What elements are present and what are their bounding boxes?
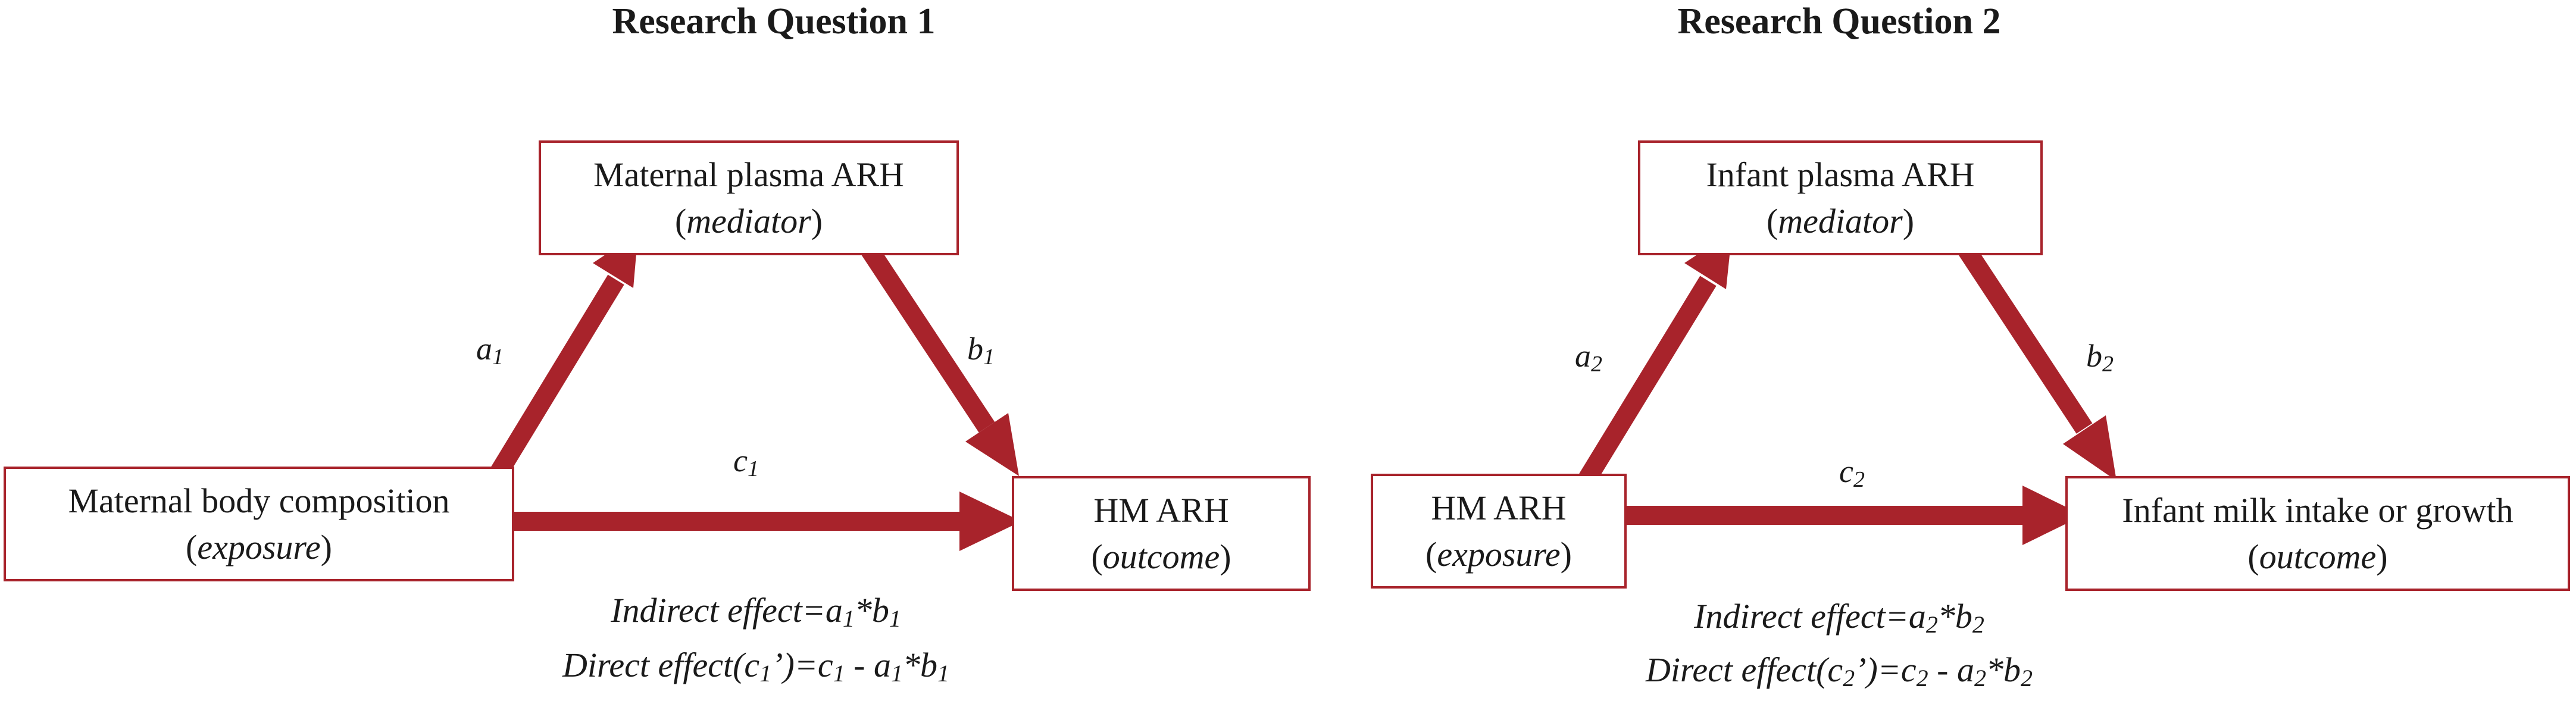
path-label-c2: c2	[1839, 453, 1865, 492]
diagram-1-title: Research Question 1	[612, 1, 936, 42]
arrow-b1	[861, 245, 1019, 476]
arrow-c2	[1605, 486, 2083, 545]
diagram-2-outcome-box: Infant milk intake or growth (outcome)	[2065, 476, 2570, 591]
outcome-name: HM ARH	[1093, 490, 1229, 530]
diagram-1-outcome-box: HM ARH (outcome)	[1012, 476, 1311, 591]
outcome-role: outcome	[1102, 537, 1220, 576]
diagram-2-direct-effect: Direct effect(c2’)=c2 - a2*b2	[1645, 650, 2033, 691]
mediator-name: Infant plasma ARH	[1706, 155, 1975, 194]
diagram-2-mediator-box: Infant plasma ARH (mediator)	[1638, 140, 2043, 255]
mediator-role-line: (mediator)	[674, 201, 823, 240]
diagram-1-indirect-effect: Indirect effect=a1*b1	[611, 591, 901, 632]
mediator-role-line: (mediator)	[1766, 201, 1915, 240]
outcome-name: Infant milk intake or growth	[2122, 490, 2514, 530]
exposure-role-line: (exposure)	[186, 527, 332, 567]
arrow-c1	[494, 492, 1021, 551]
exposure-role: exposure	[197, 527, 321, 567]
diagram-2-indirect-effect: Indirect effect=a2*b2	[1694, 597, 1984, 638]
diagram-1-mediator-box: Maternal plasma ARH (mediator)	[539, 140, 959, 255]
mediator-role: mediator	[686, 201, 811, 240]
path-label-c1: c1	[733, 443, 759, 481]
arrow-b2	[1953, 236, 2117, 481]
outcome-role: outcome	[2259, 537, 2377, 576]
outcome-role-line: (outcome)	[2247, 537, 2388, 576]
outcome-role-line: (outcome)	[1091, 537, 1231, 576]
exposure-name: Maternal body composition	[68, 481, 450, 520]
diagram-1-exposure-box: Maternal body composition (exposure)	[4, 467, 514, 581]
diagram-2-title: Research Question 2	[1677, 1, 2001, 42]
path-label-b2: b2	[2086, 338, 2114, 377]
arrow-a1	[484, 233, 638, 489]
diagram-2-exposure-box: HM ARH (exposure)	[1371, 474, 1627, 589]
path-label-b1: b1	[967, 331, 995, 370]
arrow-a2	[1579, 232, 1732, 484]
exposure-role-line: (exposure)	[1425, 534, 1572, 574]
diagram-1-direct-effect: Direct effect(c1’)=c1 - a1*b1	[562, 646, 949, 687]
exposure-name: HM ARH	[1431, 488, 1567, 527]
path-label-a2: a2	[1575, 338, 1602, 377]
path-label-a1: a1	[476, 331, 504, 370]
mediator-role: mediator	[1778, 201, 1903, 240]
exposure-role: exposure	[1437, 534, 1561, 574]
mediator-name: Maternal plasma ARH	[593, 155, 904, 194]
